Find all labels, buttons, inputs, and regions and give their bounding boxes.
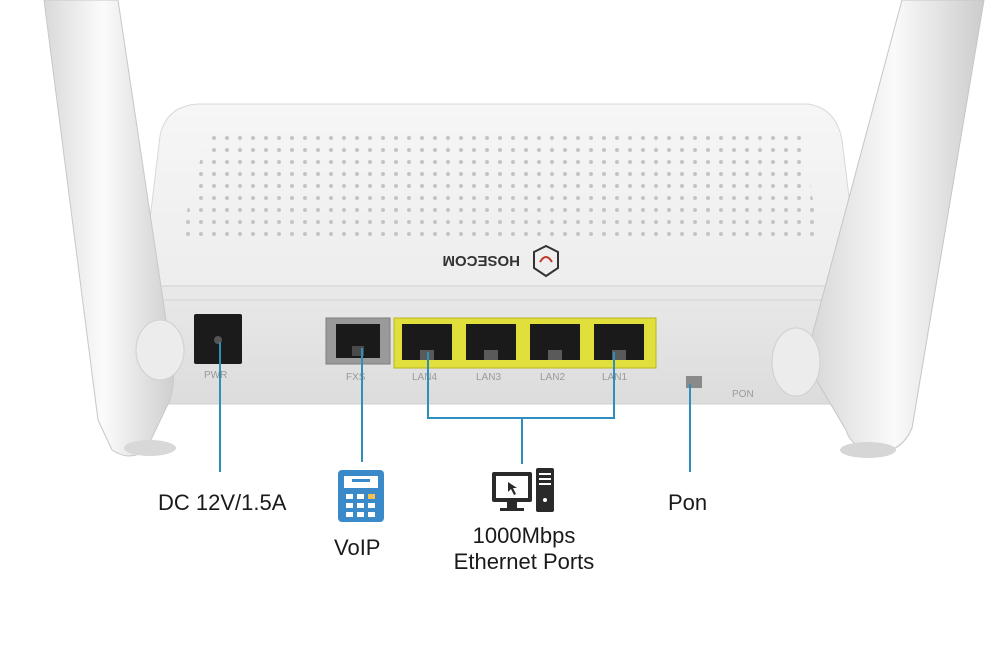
ventilation-holes <box>180 130 820 238</box>
port-label-pwr: PWR <box>204 370 227 381</box>
port-label-lan2: LAN2 <box>540 372 565 383</box>
lan-port-3 <box>466 324 516 360</box>
power-callout-label: DC 12V/1.5A <box>158 490 287 515</box>
brand-logo: HOSECOM <box>442 244 559 278</box>
ethernet-callout-line1: 1000Mbps <box>472 523 576 548</box>
voip-callout-label: VoIP <box>334 535 381 560</box>
port-label-pon: PON <box>732 389 754 400</box>
desk-phone-icon <box>338 470 384 522</box>
pon-port <box>686 376 702 388</box>
lan-port-2 <box>530 324 580 360</box>
port-label-fxs: FXS <box>346 372 366 383</box>
ethernet-callout-label: 1000Mbps Ethernet Ports <box>440 523 608 575</box>
lan-port-1 <box>594 324 644 360</box>
right-antenna <box>771 0 985 458</box>
desktop-computer-icon <box>492 468 554 512</box>
pon-callout-label: Pon <box>668 490 708 515</box>
fxs-port <box>325 317 391 365</box>
ethernet-callout-line2: Ethernet Ports <box>453 549 595 574</box>
port-label-lan3: LAN3 <box>476 372 501 383</box>
port-label-lan4: LAN4 <box>412 372 437 383</box>
left-antenna <box>43 0 185 457</box>
power-jack <box>194 314 242 364</box>
callout-lines <box>219 342 691 472</box>
brand-name: HOSECOM <box>442 252 520 269</box>
